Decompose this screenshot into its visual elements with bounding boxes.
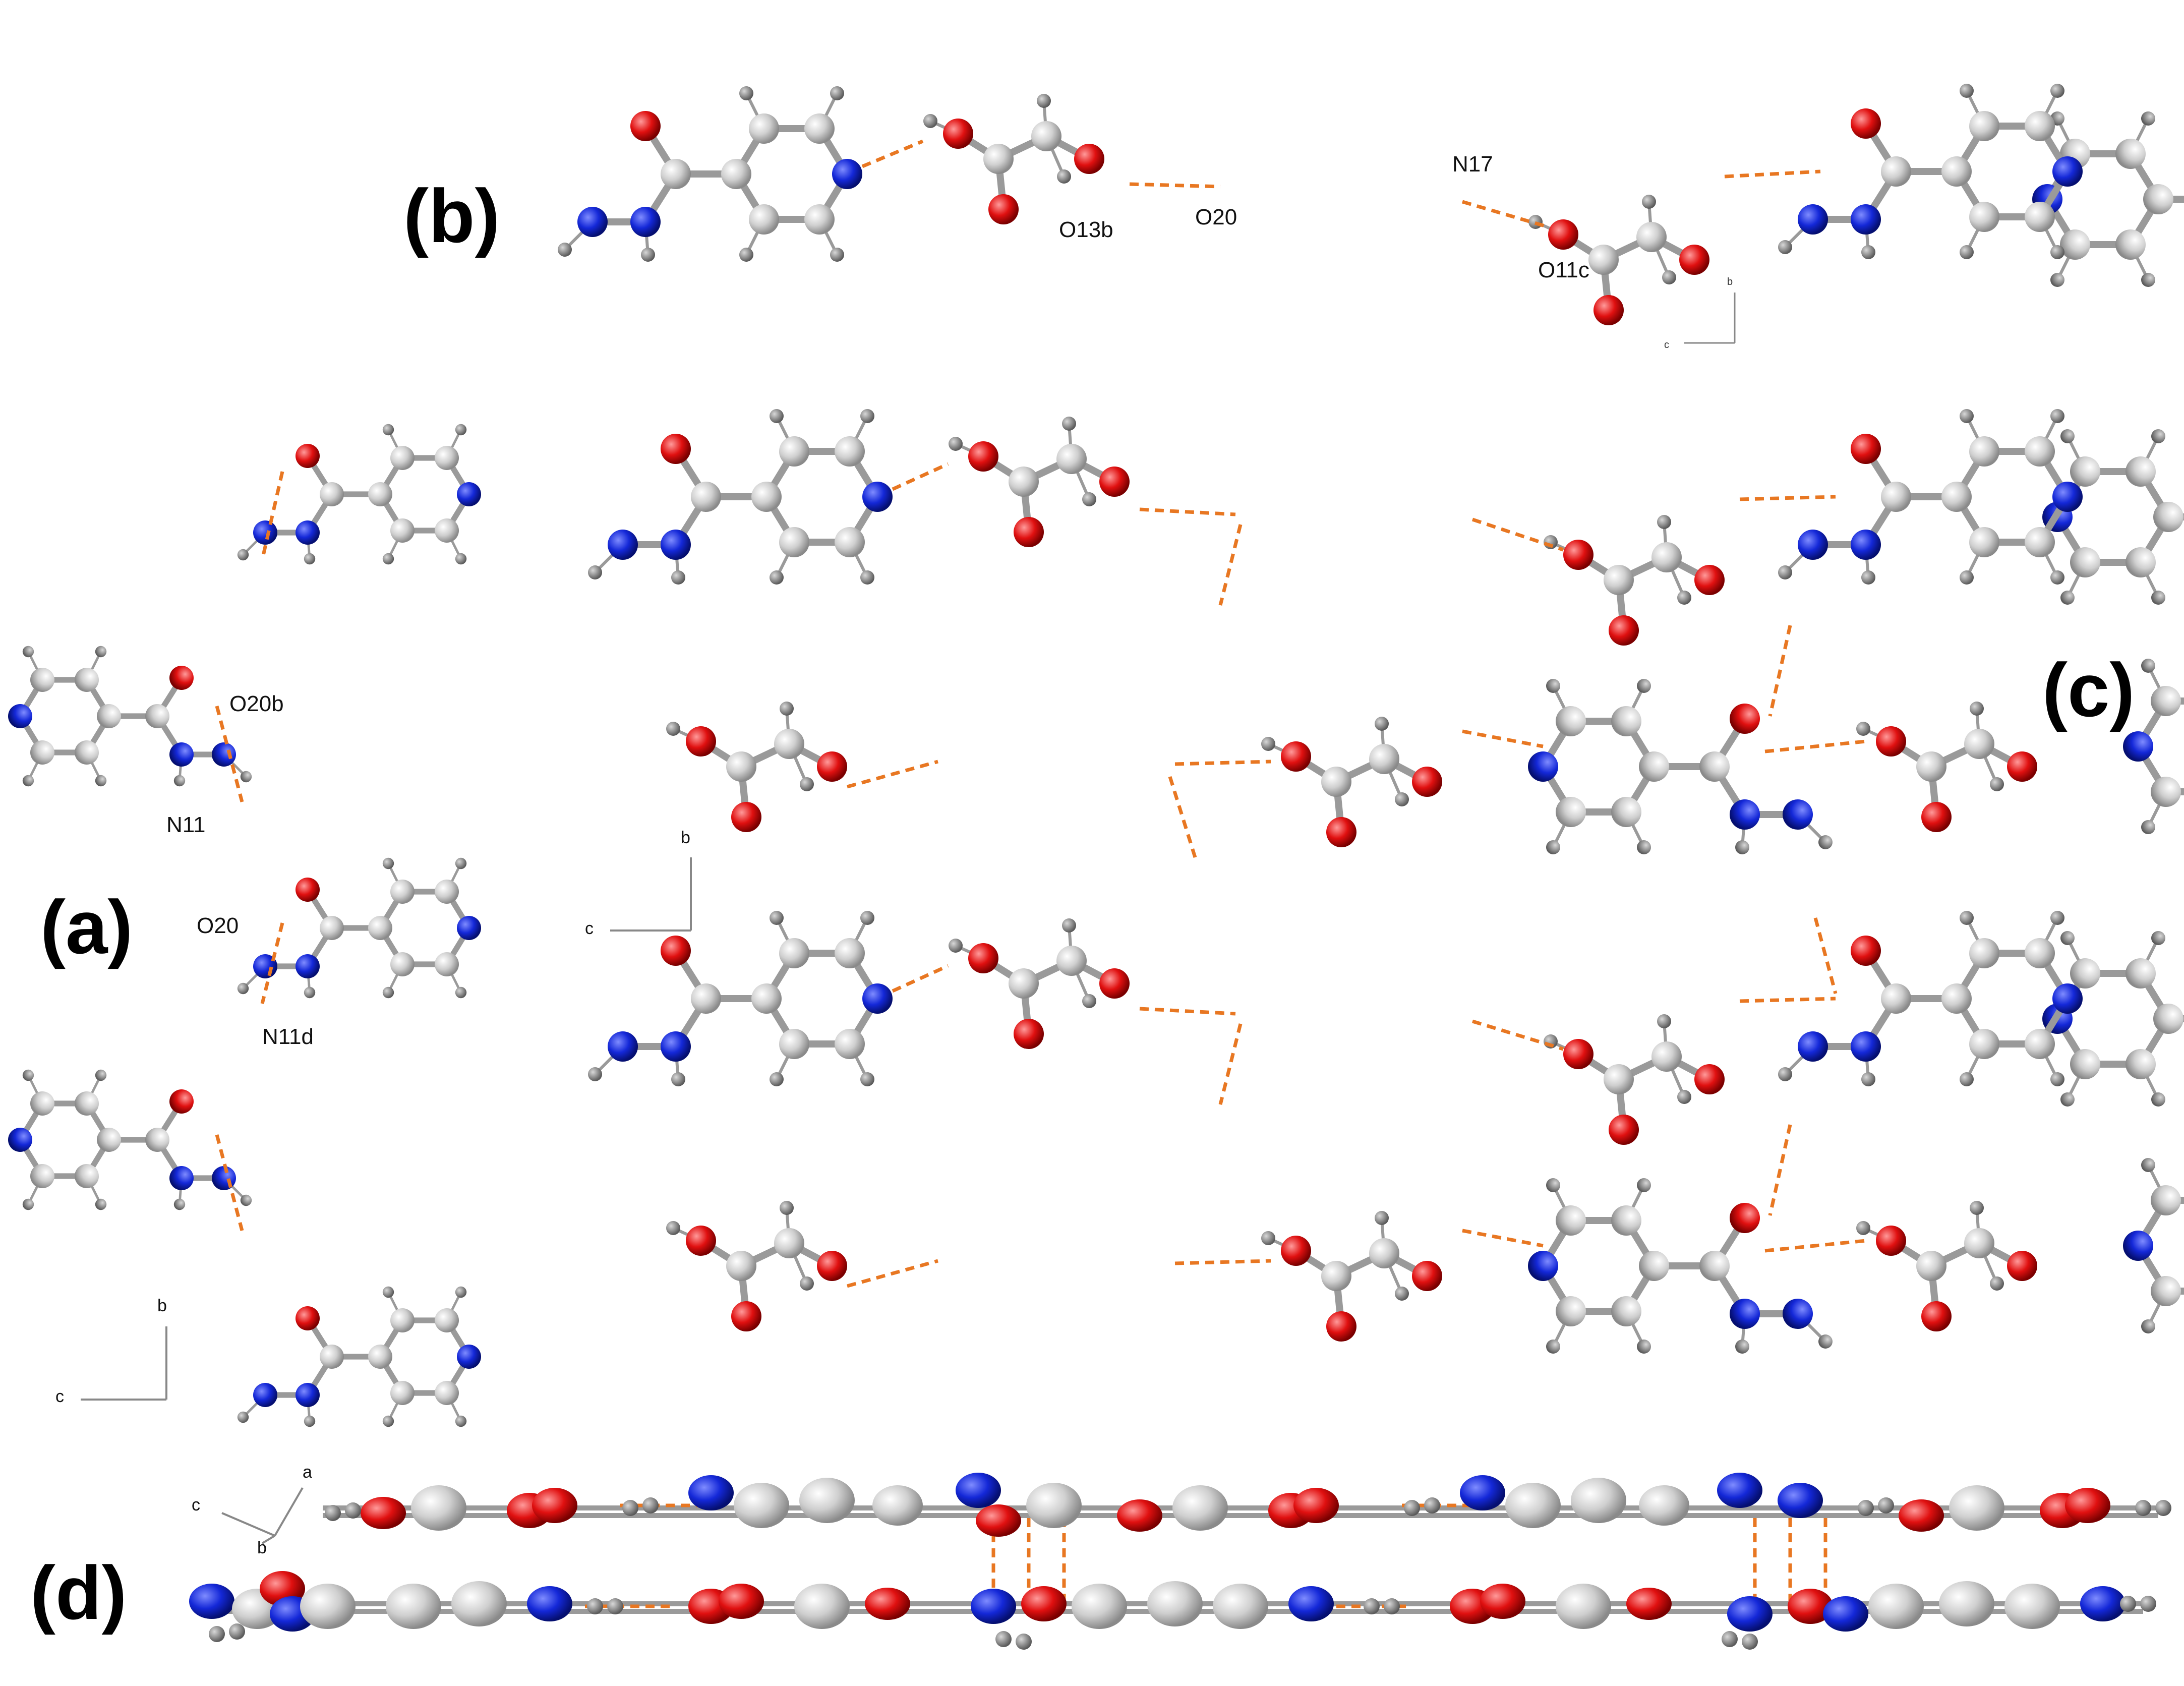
panel-b-chain xyxy=(558,84,2184,325)
panel-d-axis xyxy=(221,1487,304,1544)
panel-d-axis-b: b xyxy=(257,1538,267,1557)
atom-label-n11d: N11d xyxy=(262,1024,314,1049)
panel-a-label: (a) xyxy=(40,885,133,969)
atom-label-o11c: O11c xyxy=(1538,258,1589,282)
atom-label-o20-a: O20 xyxy=(197,913,239,938)
atom-label-o13b: O13b xyxy=(1059,217,1113,242)
panel-b-axis-c: c xyxy=(1664,339,1669,351)
atom-label-o20-b: O20 xyxy=(1195,205,1237,229)
panel-b-axis-b: b xyxy=(1727,276,1733,287)
panel-c-layer xyxy=(588,409,2184,1354)
panel-d-side-view xyxy=(189,1473,2171,1650)
panel-b-label: (b) xyxy=(403,173,500,258)
panel-a-axis-c: c xyxy=(55,1387,64,1406)
panel-a-chain xyxy=(8,424,481,1427)
panel-d-axis-c: c xyxy=(192,1495,200,1515)
panel-d-axis-a: a xyxy=(303,1463,312,1482)
panel-c-axis-c: c xyxy=(585,919,594,938)
panel-a-axis xyxy=(81,1326,167,1401)
panel-a-axis-b: b xyxy=(157,1296,167,1315)
atom-label-n11: N11 xyxy=(166,812,205,837)
panel-c-axis-b: b xyxy=(681,828,690,847)
atom-label-n17: N17 xyxy=(1452,152,1493,177)
panel-d-label: (d) xyxy=(30,1550,127,1635)
atom-label-o20b: O20b xyxy=(229,691,284,716)
panel-c-label: (c) xyxy=(2042,648,2135,732)
panel-c-axis xyxy=(610,857,692,932)
panel-b-axis xyxy=(1684,293,1736,344)
